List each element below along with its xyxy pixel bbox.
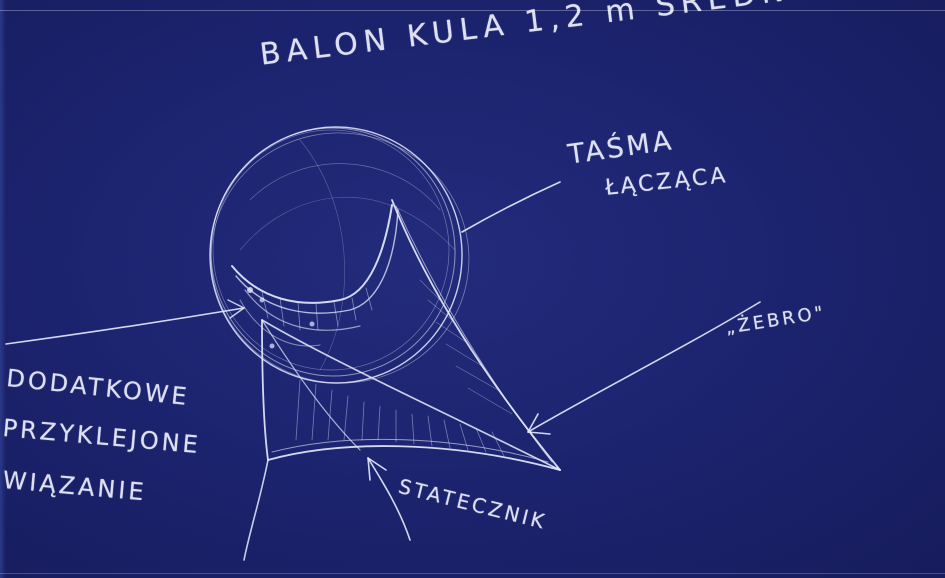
balloon-sphere: [195, 116, 485, 400]
connecting-tape: [232, 205, 398, 349]
